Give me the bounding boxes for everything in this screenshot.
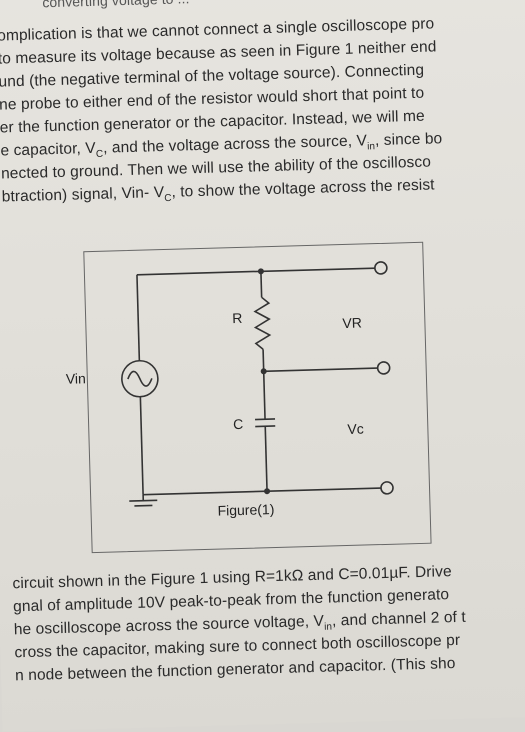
junction-dot-mid: [261, 368, 267, 374]
terminal-mid-icon: [377, 362, 389, 374]
label-vin: Vin: [66, 370, 86, 387]
capacitor-lead-bottom: [265, 426, 267, 491]
left-wire-upper: [137, 275, 139, 361]
terminal-top-icon: [375, 262, 387, 274]
junction-dot-bottom: [264, 488, 270, 494]
mid-wire: [264, 368, 378, 371]
ground-icon-line2: [134, 505, 152, 506]
resistor-lead-top: [261, 271, 262, 297]
figure-caption: Figure(1): [217, 501, 274, 519]
label-vc: Vc: [347, 421, 364, 437]
terminal-bottom-icon: [381, 482, 393, 494]
capacitor-lead-top: [264, 371, 265, 419]
label-vr: VR: [342, 315, 362, 332]
bottom-wire: [143, 488, 381, 495]
ground-icon-line1: [129, 500, 157, 501]
label-c: C: [233, 416, 244, 432]
top-wire: [137, 268, 375, 275]
figure-1-box: R VR Vin C Vc Figure(1): [83, 242, 431, 553]
header-fragment: converting voltage to ...: [42, 0, 190, 10]
sine-wave-icon: [128, 371, 152, 387]
left-wire-lower: [140, 397, 143, 495]
capacitor-plate-top: [255, 419, 275, 420]
junction-dot-top: [258, 268, 264, 274]
resistor-lead-bottom: [263, 349, 264, 371]
label-r: R: [232, 310, 243, 326]
resistor-icon: [255, 297, 270, 349]
